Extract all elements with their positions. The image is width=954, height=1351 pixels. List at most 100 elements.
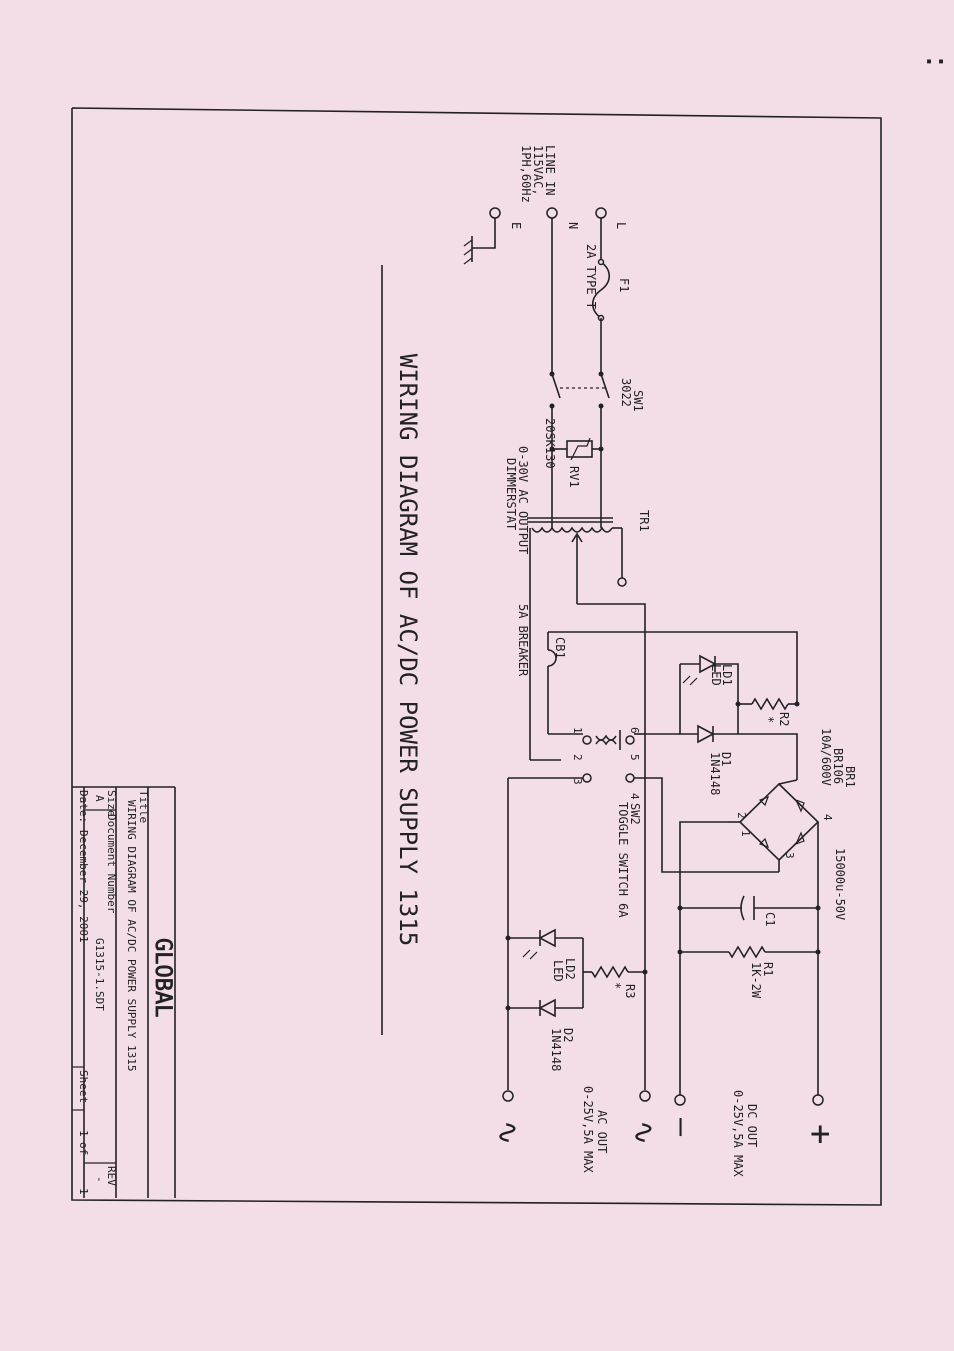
TR1-value1: 0-30V AC OUTPUT (516, 446, 530, 554)
dc-out-label: DC OUT (745, 1104, 759, 1147)
LD1-value: LED (709, 664, 723, 686)
D1-value: 1N4148 (708, 752, 722, 795)
line-in-line2: 115VAC, (531, 145, 545, 196)
TR1-value2: DIMMERSTAT (504, 458, 518, 530)
terminal-L (595, 207, 607, 219)
D2-ref: D2 (561, 1028, 575, 1042)
BR1-pin4: 4 (821, 814, 834, 821)
SW2-pin3: 3 (571, 778, 584, 785)
LD2-ref: LD2 (563, 958, 577, 980)
SW2-pin2: 2 (571, 754, 584, 761)
title-block-date-label: Date: (77, 790, 90, 823)
ac-out-high-terminal (639, 1090, 651, 1102)
company-logo-text: GLOBAL (150, 938, 175, 1017)
CB1-value: 5A BREAKER (516, 604, 530, 677)
drawing-title-text: WIRING DIAGRAM OF AC/DC POWER SUPPLY 131… (394, 354, 422, 946)
dc-out-spec: 0-25V,5A MAX (731, 1090, 745, 1177)
resistor-R3-icon (591, 965, 629, 979)
F1-ref: F1 (617, 278, 631, 292)
title-block-rev-label: REV (105, 1166, 118, 1186)
RV1-value: 20SK130 (543, 418, 557, 469)
SW2-pin5: 5 (628, 754, 641, 761)
varistor-RV1-icon (549, 437, 604, 461)
terminal-L-label: L (614, 222, 628, 229)
R1-value: 1K-2W (749, 962, 763, 999)
TR1-ref: TR1 (637, 510, 651, 532)
terminal-E-label: E (509, 222, 523, 229)
BR1-pin3: 3 (783, 852, 796, 859)
scan-speck: ▪ ▪ (926, 56, 944, 67)
BR1-value2: 10A/600V (819, 728, 833, 786)
C1-ref: C1 (763, 912, 777, 926)
title-block-title-label: Title (137, 790, 150, 823)
transformer-TR1-icon (527, 512, 627, 760)
ac-out-tilde-high: ∿ (626, 1120, 661, 1145)
title-block-date: December 29, 2001 (77, 830, 90, 943)
title-block-sheet: 1 (77, 1130, 90, 1137)
ac-out-spec: 0-25V,5A MAX (581, 1086, 595, 1173)
breaker-CB1-icon (547, 649, 557, 667)
earth-ground-icon (463, 218, 496, 265)
title-block-size-label: Size (105, 790, 118, 817)
led-LD2-icon (538, 928, 556, 948)
SW1-ref: SW1 (631, 390, 645, 412)
terminal-N (546, 207, 558, 219)
R2-value: * (762, 716, 776, 723)
diode-D1-icon (697, 724, 715, 744)
SW2-value: TOGGLE SWITCH 6A (616, 802, 630, 918)
BR1-pin2: 2 (735, 812, 748, 819)
switch-SW2-icon (548, 730, 645, 783)
SW1-value: 3022 (619, 378, 633, 407)
capacitor-C1-icon (677, 895, 821, 921)
title-block-doc-number: G1315-1.SDT (93, 938, 106, 1011)
title-block (72, 786, 176, 1198)
drawing-border (71, 107, 882, 1206)
led-LD1-icon (699, 654, 717, 674)
bridge-rectifier-BR1-icon (634, 777, 820, 1100)
title-block-rev: - (93, 1176, 106, 1183)
line-in-line1: LINE IN (543, 145, 557, 196)
D1-ref: D1 (719, 752, 733, 766)
BR1-pin1: 1 (739, 830, 752, 837)
CB1-ref: CB1 (553, 637, 567, 659)
R1-ref: R1 (761, 962, 775, 976)
wire-wiper (577, 603, 646, 734)
SW2-ref: SW2 (628, 803, 642, 825)
ac-out-low-terminal (502, 1090, 514, 1102)
BR1-ref: BR1 (843, 766, 857, 788)
R3-value: * (609, 982, 623, 989)
title-block-size: A (93, 795, 106, 802)
dc-out-minus-symbol: — (664, 1118, 699, 1137)
SW2-pin1: 1 (571, 727, 584, 734)
dc-out-plus-terminal (812, 1094, 824, 1106)
ac-out-tilde-low: ∿ (490, 1120, 525, 1145)
title-block-of-total: 1 (77, 1188, 90, 1195)
led-LD2-branch (505, 734, 648, 1090)
title-block-doc-label: Document Number (105, 814, 118, 914)
line-in-line3: 1PH,60Hz (519, 145, 533, 203)
title-block-of-label: of (77, 1142, 90, 1155)
led-LD1-branch (645, 654, 800, 780)
fuse-icon (591, 261, 611, 319)
title-block-title: WIRING DIAGRAM OF AC/DC POWER SUPPLY 131… (125, 800, 138, 1072)
wire-cb1-top (548, 631, 798, 706)
line-in-label: LINE IN 115VAC, 1PH,60Hz (519, 145, 557, 203)
RV1-ref: RV1 (567, 466, 581, 488)
terminal-E (489, 207, 501, 219)
switch-SW1-icon (549, 371, 610, 409)
C1-value: 15000u-50V (833, 848, 847, 920)
resistor-R2-icon (751, 697, 789, 711)
D2-value: 1N4148 (549, 1028, 563, 1071)
diode-D2-icon (538, 998, 556, 1018)
LD1-ref: LD1 (720, 664, 734, 686)
SW2-pin4: 4 (628, 793, 641, 800)
terminal-N-label: N (566, 222, 580, 229)
dc-out-minus-terminal (674, 1094, 686, 1106)
F1-value: 2A TYPE T (584, 244, 598, 309)
BR1-value1: BR106 (831, 748, 845, 784)
LD2-value: LED (551, 960, 565, 982)
resistor-R1-icon (677, 945, 821, 959)
ac-out-label: AC OUT (595, 1110, 609, 1153)
drawing-title: WIRING DIAGRAM OF AC/DC POWER SUPPLY 131… (394, 354, 422, 946)
